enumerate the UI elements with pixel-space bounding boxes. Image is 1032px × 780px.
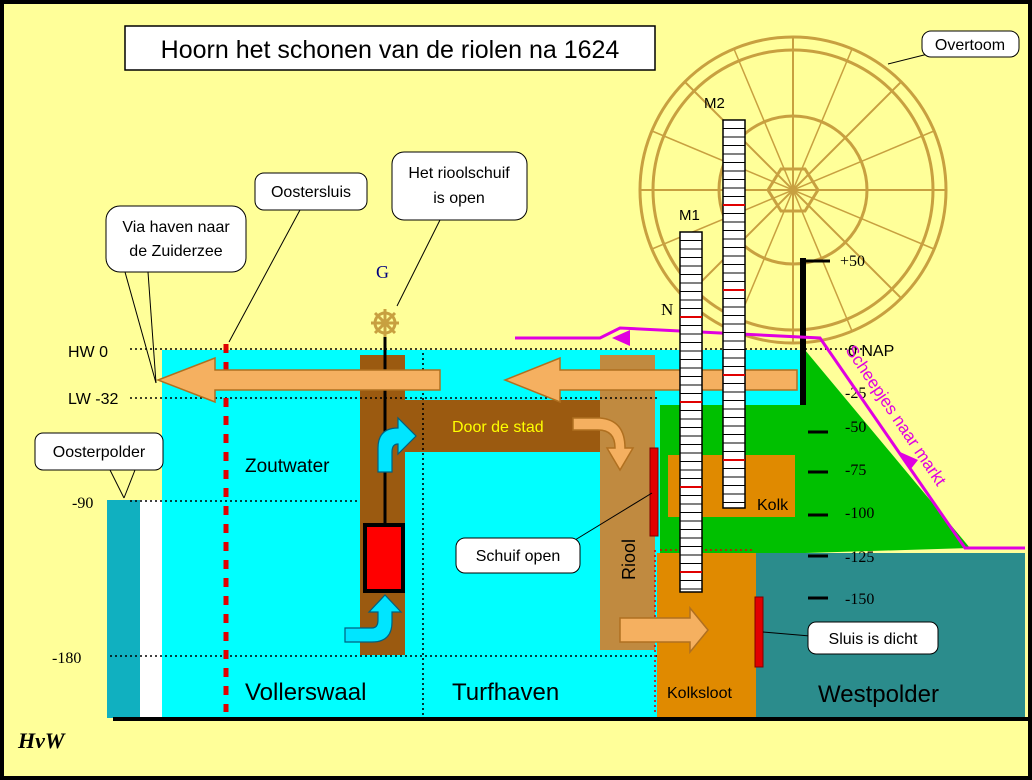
m2-label: M2 — [704, 95, 725, 112]
svg-text:Schuif open: Schuif open — [476, 548, 561, 565]
kolksloot-sluice — [754, 596, 764, 668]
scale-label: -125 — [845, 549, 874, 566]
oosterpolder-dike — [140, 500, 162, 718]
scale-label: -50 — [845, 419, 866, 436]
hw-label: HW 0 — [68, 344, 108, 361]
pole-m1 — [679, 231, 703, 593]
callout-haven: Via haven naar de Zuiderzee — [105, 205, 247, 384]
pole-m2 — [722, 119, 746, 509]
svg-text:Oostersluis: Oostersluis — [271, 184, 351, 201]
scale-labels: +50 -25 -50 -75 -100 -125 -150 — [840, 253, 874, 608]
level-90-label: -90 — [72, 495, 93, 512]
callout-sluis-dicht: Sluis is dicht — [762, 621, 939, 655]
level-180-label: -180 — [52, 650, 81, 667]
callout-oostersluis: Oostersluis — [228, 172, 368, 343]
callout-schuif-open: Schuif open — [455, 492, 653, 574]
flow-arrow-down — [572, 417, 635, 472]
zoutwater-label: Zoutwater — [245, 456, 330, 477]
svg-text:is open: is open — [433, 190, 485, 207]
flow-arrow-right — [502, 356, 798, 404]
westpolder-label: Westpolder — [818, 681, 939, 708]
door-de-stad-label: Door de stad — [452, 419, 544, 436]
svg-text:Het rioolschuif: Het rioolschuif — [408, 165, 510, 182]
handwheel-icon — [371, 309, 399, 337]
svg-text:de Zuiderzee: de Zuiderzee — [129, 243, 222, 260]
schuif-gate — [649, 447, 659, 537]
svg-text:Overtoom: Overtoom — [935, 37, 1005, 54]
kolksloot-label: Kolksloot — [667, 685, 732, 702]
vollerswaal-label: Vollerswaal — [245, 679, 366, 706]
signature-logo: HvW — [17, 728, 66, 753]
svg-text:Oosterpolder: Oosterpolder — [53, 444, 146, 461]
scale-label: -150 — [845, 591, 874, 608]
callout-overtoom: Overtoom — [887, 30, 1020, 65]
svg-text:Sluis is dicht: Sluis is dicht — [829, 631, 918, 648]
lw-label: LW -32 — [68, 391, 118, 408]
boat-route — [515, 326, 1025, 550]
n-label: N — [661, 300, 673, 319]
scale-label: -75 — [845, 462, 866, 479]
scale-label: -100 — [845, 505, 874, 522]
cyan-arrow-upper — [377, 416, 417, 473]
g-label: G — [376, 262, 389, 282]
dike-slope — [805, 350, 970, 553]
riool-label: Riool — [619, 539, 639, 580]
title-box — [124, 25, 656, 71]
cyan-arrow-lower — [344, 594, 403, 643]
nap-label: 0 NAP — [848, 343, 894, 360]
riool-shaft — [600, 355, 655, 650]
sewer-channel — [405, 400, 602, 452]
callout-rioolschuif: Het rioolschuif is open — [391, 151, 528, 307]
svg-text:Via haven naar: Via haven naar — [122, 219, 230, 236]
m1-label: M1 — [679, 207, 700, 224]
flow-arrow-left — [155, 356, 441, 404]
scale-ticks — [808, 430, 828, 600]
level-lines — [110, 348, 870, 720]
kolk-label: Kolk — [757, 497, 789, 514]
callout-oosterpolder: Oosterpolder — [34, 432, 164, 499]
sluice-gate — [363, 523, 405, 593]
flow-arrow-kolksloot — [619, 605, 709, 655]
overtoom-wheel — [638, 35, 948, 345]
oosterpolder-water — [107, 500, 140, 718]
scale-label: +50 — [840, 253, 865, 270]
turfhaven-label: Turfhaven — [452, 679, 559, 706]
page-title: Hoorn het schonen van de riolen na 1624 — [161, 36, 620, 64]
